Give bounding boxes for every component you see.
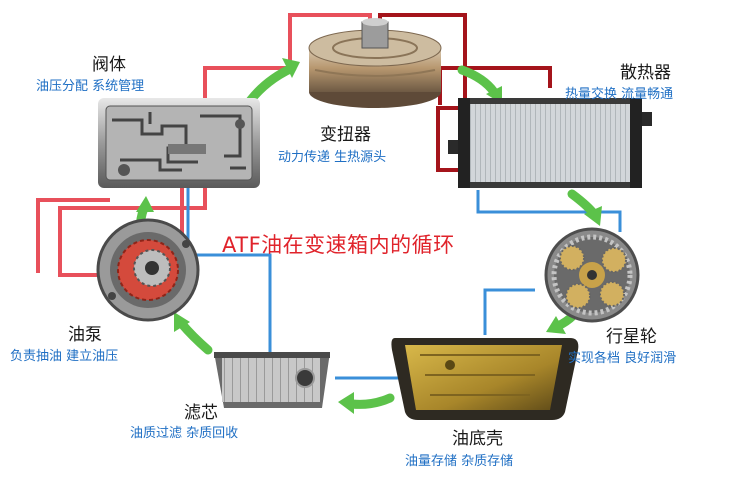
valve-body-image: [98, 98, 260, 188]
oil-pump-image: [96, 218, 200, 322]
valve-body-name: 阀体: [92, 55, 126, 75]
flow-arrow-filter-to-pump: [174, 312, 213, 355]
oil-pump-name: 油泵: [68, 325, 102, 345]
line-filter-to-pump: [170, 253, 272, 355]
filter-image: [214, 352, 330, 408]
torque-converter-name: 变扭器: [320, 125, 371, 145]
line-gear-to-pan: [483, 288, 535, 335]
radiator-desc: 热量交换 流量畅通: [565, 87, 674, 102]
oil-pan-desc: 油量存储 杂质存储: [405, 454, 514, 469]
oil-pump-desc: 负责抽油 建立油压: [10, 349, 119, 364]
torque-converter-desc: 动力传递 生热源头: [278, 150, 387, 165]
line-valve-to-pump-inner: [58, 180, 207, 277]
torque-converter-image: [308, 18, 442, 108]
valve-body-desc: 油压分配 系统管理: [36, 79, 145, 94]
filter-name: 滤芯: [184, 403, 218, 423]
radiator-image: [448, 98, 652, 188]
oil-pan-image: [391, 338, 579, 420]
cool-oil-lines: [170, 165, 622, 380]
filter-desc: 油质过滤 杂质回收: [130, 426, 239, 441]
planetary-gear-desc: 实现各档 良好润滑: [568, 351, 677, 366]
radiator-name: 散热器: [620, 63, 671, 83]
planetary-gear-name: 行星轮: [606, 327, 657, 347]
diagram-title: ATF油在变速箱内的循环: [222, 233, 455, 257]
flow-arrow-pan-to-filter: [338, 392, 395, 414]
oil-pan-name: 油底壳: [452, 429, 503, 449]
line-radiator-to-gear: [476, 190, 622, 232]
line-valve-to-pump-outer: [36, 198, 110, 273]
flow-arrow-radiator-to-gear: [567, 189, 602, 226]
planetary-gear-image: [544, 227, 640, 323]
